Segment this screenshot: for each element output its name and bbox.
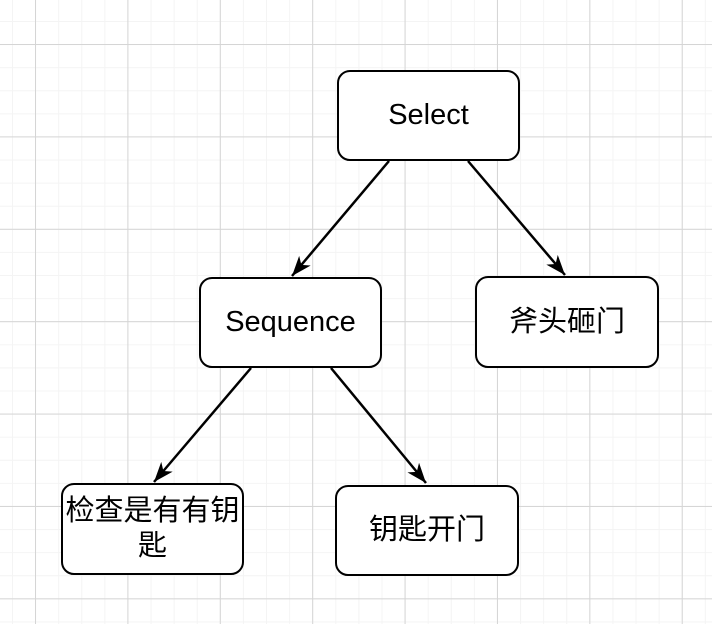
edge-sequence-to-check-has-key[interactable] — [153, 367, 252, 483]
edge-select-to-sequence[interactable] — [291, 160, 390, 277]
node-select-label: Select — [388, 99, 469, 132]
node-key-open-door[interactable]: 钥匙开门 — [335, 485, 519, 576]
node-sequence-label: Sequence — [225, 306, 356, 339]
node-check-has-key-label: 检查是有有钥 匙 — [65, 495, 240, 562]
node-sequence[interactable]: Sequence — [199, 277, 382, 368]
edge-select-to-axe-smash-door[interactable] — [467, 160, 566, 276]
node-select[interactable]: Select — [337, 70, 520, 161]
edge-sequence-to-key-open-door[interactable] — [330, 367, 427, 484]
node-key-open-door-label: 钥匙开门 — [368, 514, 485, 547]
node-axe-smash-door-label: 斧头砸门 — [508, 305, 625, 338]
node-axe-smash-door[interactable]: 斧头砸门 — [475, 276, 659, 368]
node-check-has-key[interactable]: 检查是有有钥 匙 — [61, 483, 244, 575]
